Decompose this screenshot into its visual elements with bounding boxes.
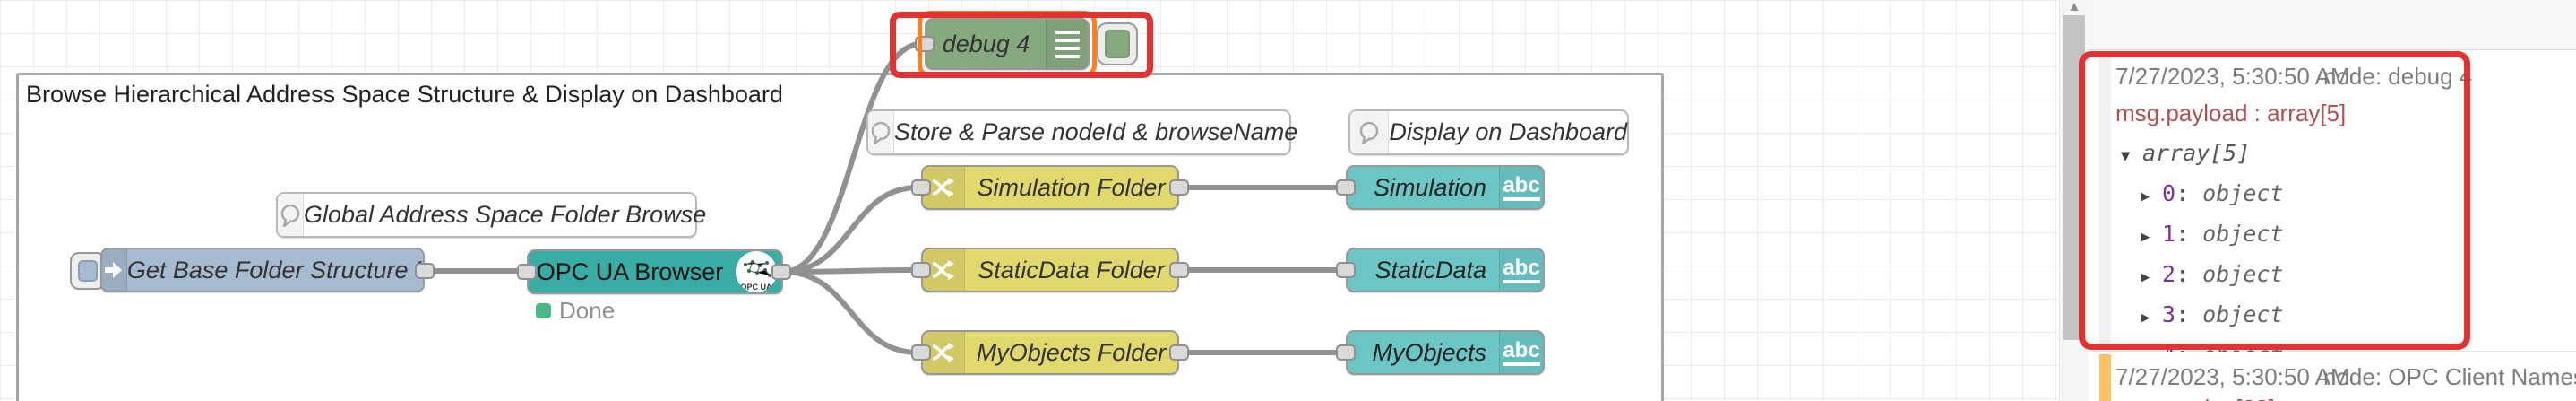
node-status: Done bbox=[536, 297, 615, 325]
message-payload-label[interactable]: msg.payload : array[5] bbox=[2115, 100, 2347, 126]
input-port[interactable] bbox=[1336, 262, 1356, 278]
output-port[interactable] bbox=[771, 264, 791, 280]
message-node-name: node: OPC Client Namespace Brow bbox=[2323, 363, 2576, 390]
input-port[interactable] bbox=[1336, 179, 1356, 196]
payload-tree: ▼array[5] ▶0: object ▶1: object ▶2: obje… bbox=[2121, 135, 2283, 377]
message-node-name: node: debug 4 bbox=[2323, 63, 2473, 90]
group-label: Browse Hierarchical Address Space Struct… bbox=[26, 81, 783, 108]
wire[interactable] bbox=[780, 41, 924, 275]
comment-node-global-browse[interactable]: Global Address Space Folder Browse bbox=[276, 192, 706, 238]
switch-node-myobjects[interactable]: MyObjects Folder bbox=[921, 330, 1179, 375]
ui-text-node-staticdata[interactable]: StaticData abc bbox=[1346, 248, 1545, 292]
previous-message-tail bbox=[2089, 0, 2576, 50]
message-gutter-highlight bbox=[2099, 354, 2111, 401]
abc-icon: abc bbox=[1499, 167, 1543, 208]
switch-node-simulation[interactable]: Simulation Folder bbox=[921, 165, 1179, 210]
input-port[interactable] bbox=[517, 264, 537, 280]
scrollbar-up-arrow-icon[interactable]: ▲ bbox=[2067, 0, 2081, 14]
comment-icon bbox=[278, 194, 304, 236]
wire-layer bbox=[426, 41, 1345, 355]
output-port[interactable] bbox=[1169, 344, 1189, 361]
node-label: debug 4 bbox=[942, 30, 1030, 57]
output-port[interactable] bbox=[1169, 262, 1189, 278]
node-label: StaticData Folder bbox=[978, 256, 1165, 283]
comment-label: Global Address Space Folder Browse bbox=[304, 201, 707, 228]
node-label: Simulation Folder bbox=[977, 173, 1166, 201]
comment-node-display-dashboard[interactable]: Display on Dashboard bbox=[1348, 109, 1629, 155]
tree-item-row[interactable]: ▶2: object bbox=[2121, 256, 2283, 296]
opcua-icon-text: OPC UA bbox=[740, 283, 772, 292]
wire[interactable] bbox=[780, 269, 920, 355]
message-timestamp: 7/27/2023, 5:30:50 AM bbox=[2115, 363, 2350, 390]
output-port[interactable] bbox=[415, 263, 435, 279]
input-port[interactable] bbox=[911, 179, 931, 196]
chevron-right-icon[interactable]: ▶ bbox=[2141, 268, 2150, 286]
wire[interactable] bbox=[780, 185, 920, 275]
input-port[interactable] bbox=[911, 344, 931, 361]
debug-sidebar: 7/27/2023, 5:30:50 AM node: debug 4 msg.… bbox=[2088, 0, 2576, 401]
chevron-right-icon[interactable]: ▶ bbox=[2141, 187, 2150, 205]
comment-label: Display on Dashboard bbox=[1389, 118, 1627, 145]
debug-node[interactable]: debug 4 bbox=[925, 18, 1090, 70]
tree-item-row[interactable]: ▶3: object bbox=[2121, 296, 2283, 336]
node-label: MyObjects Folder bbox=[976, 338, 1167, 366]
ui-text-node-myobjects[interactable]: MyObjects abc bbox=[1346, 330, 1545, 375]
chevron-right-icon[interactable]: ▶ bbox=[2141, 228, 2150, 246]
tree-item-row[interactable]: ▶1: object bbox=[2121, 215, 2283, 256]
comment-icon bbox=[1350, 111, 1390, 153]
message-payload-label[interactable]: msg : string[22] bbox=[2115, 395, 2275, 401]
wire[interactable] bbox=[780, 267, 920, 275]
node-label: StaticData bbox=[1374, 256, 1486, 283]
message-timestamp: 7/27/2023, 5:30:50 AM bbox=[2115, 63, 2350, 90]
chevron-down-icon[interactable]: ▼ bbox=[2121, 147, 2131, 165]
comment-label: Store & Parse nodeId & browseName bbox=[894, 118, 1298, 145]
debug-message[interactable]: 7/27/2023, 5:30:50 AM node: OPC Client N… bbox=[2089, 352, 2576, 401]
status-dot-icon bbox=[536, 303, 551, 318]
workspace-scrollbar[interactable]: ▲ bbox=[2059, 0, 2089, 401]
scrollbar-thumb[interactable] bbox=[2063, 15, 2085, 340]
switch-icon bbox=[923, 167, 965, 208]
opcua-icon: OPC UA bbox=[731, 251, 781, 292]
ui-text-node-simulation[interactable]: Simulation abc bbox=[1346, 165, 1545, 210]
comment-icon bbox=[868, 111, 894, 153]
switch-node-staticdata[interactable]: StaticData Folder bbox=[921, 248, 1179, 292]
input-port[interactable] bbox=[1336, 344, 1356, 361]
abc-icon: abc bbox=[1499, 332, 1543, 373]
input-port[interactable] bbox=[911, 262, 931, 278]
output-port[interactable] bbox=[1169, 179, 1189, 196]
message-meta: 7/27/2023, 5:30:50 AM node: OPC Client N… bbox=[2115, 363, 2576, 391]
node-label: MyObjects bbox=[1372, 338, 1486, 366]
comment-node-store-parse[interactable]: Store & Parse nodeId & browseName bbox=[866, 109, 1297, 155]
opcua-browser-node[interactable]: OPC UA Browser OPC UA bbox=[527, 249, 783, 294]
inject-button[interactable] bbox=[70, 252, 106, 290]
debug-list-icon bbox=[1046, 20, 1088, 68]
debug-enable-toggle[interactable] bbox=[1097, 22, 1138, 65]
node-label: Get Base Folder Structure ¹ bbox=[126, 256, 423, 283]
node-label: OPC UA Browser bbox=[536, 257, 724, 285]
switch-icon bbox=[923, 249, 965, 291]
debug-message[interactable]: 7/27/2023, 5:30:50 AM node: debug 4 msg.… bbox=[2089, 50, 2576, 368]
chevron-right-icon[interactable]: ▶ bbox=[2141, 309, 2150, 327]
inject-icon bbox=[102, 249, 127, 291]
tree-root-row[interactable]: ▼array[5] bbox=[2121, 135, 2283, 175]
node-label: Simulation bbox=[1373, 173, 1486, 201]
inject-node[interactable]: Get Base Folder Structure ¹ bbox=[100, 248, 425, 292]
status-text: Done bbox=[559, 297, 616, 324]
flow-canvas[interactable]: Browse Hierarchical Address Space Struct… bbox=[0, 0, 2059, 401]
abc-icon: abc bbox=[1499, 249, 1543, 291]
input-port[interactable] bbox=[915, 36, 935, 52]
message-meta: 7/27/2023, 5:30:50 AM node: debug 4 bbox=[2115, 63, 2472, 91]
message-gutter bbox=[2099, 52, 2111, 348]
tree-item-row[interactable]: ▶0: object bbox=[2121, 175, 2283, 215]
